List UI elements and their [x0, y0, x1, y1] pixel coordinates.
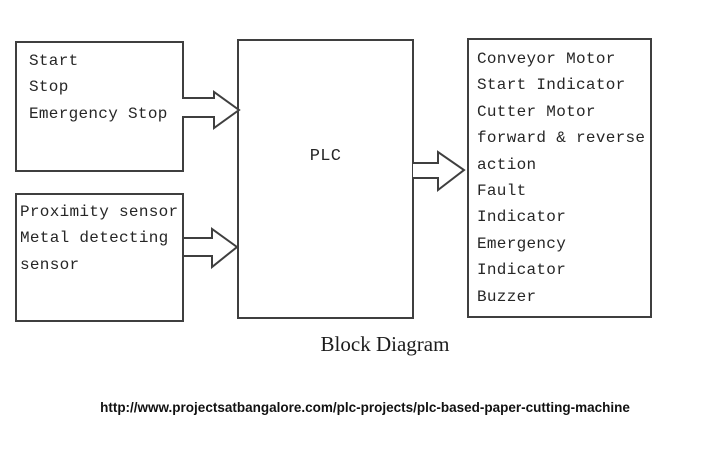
plc-box: PLC	[237, 39, 414, 319]
box-text-line: Indicator	[477, 208, 567, 227]
box-text-line: Proximity sensor	[20, 203, 179, 221]
box-text-line: Start	[29, 52, 79, 70]
arrow-sensors-to-plc	[184, 227, 239, 270]
box-text-line: Fault	[477, 182, 527, 201]
box-text-line: Cutter Motor	[477, 102, 596, 121]
plc-label: PLC	[309, 147, 342, 166]
box-text-line: Start Indicator	[477, 76, 626, 95]
box-text-line: forward & reverse	[477, 129, 646, 148]
box-text-line: Indicator	[477, 261, 567, 280]
box-text-line: Emergency	[477, 234, 567, 253]
box-text-line: Buzzer	[477, 287, 537, 306]
outputs-box: Conveyor Motor Start Indicator Cutter Mo…	[467, 38, 652, 318]
box-text-line: Stop	[29, 78, 69, 97]
source-url-text: http://www.projectsatbangalore.com/plc-p…	[100, 400, 630, 415]
diagram-caption: Block Diagram	[320, 332, 450, 356]
box-text-line: Emergency Stop	[29, 104, 168, 123]
sensor-inputs-box: Proximity sensor Metal detecting sensor	[15, 193, 184, 322]
box-text-line: action	[477, 155, 537, 174]
box-text-line: sensor	[20, 255, 80, 274]
arrow-plc-to-outputs	[413, 150, 466, 193]
arrow-controls-to-plc	[182, 90, 241, 130]
box-text-line: Conveyor Motor	[477, 50, 616, 68]
box-text-line: Metal detecting	[20, 229, 169, 248]
control-inputs-box: Start Stop Emergency Stop	[15, 41, 184, 172]
